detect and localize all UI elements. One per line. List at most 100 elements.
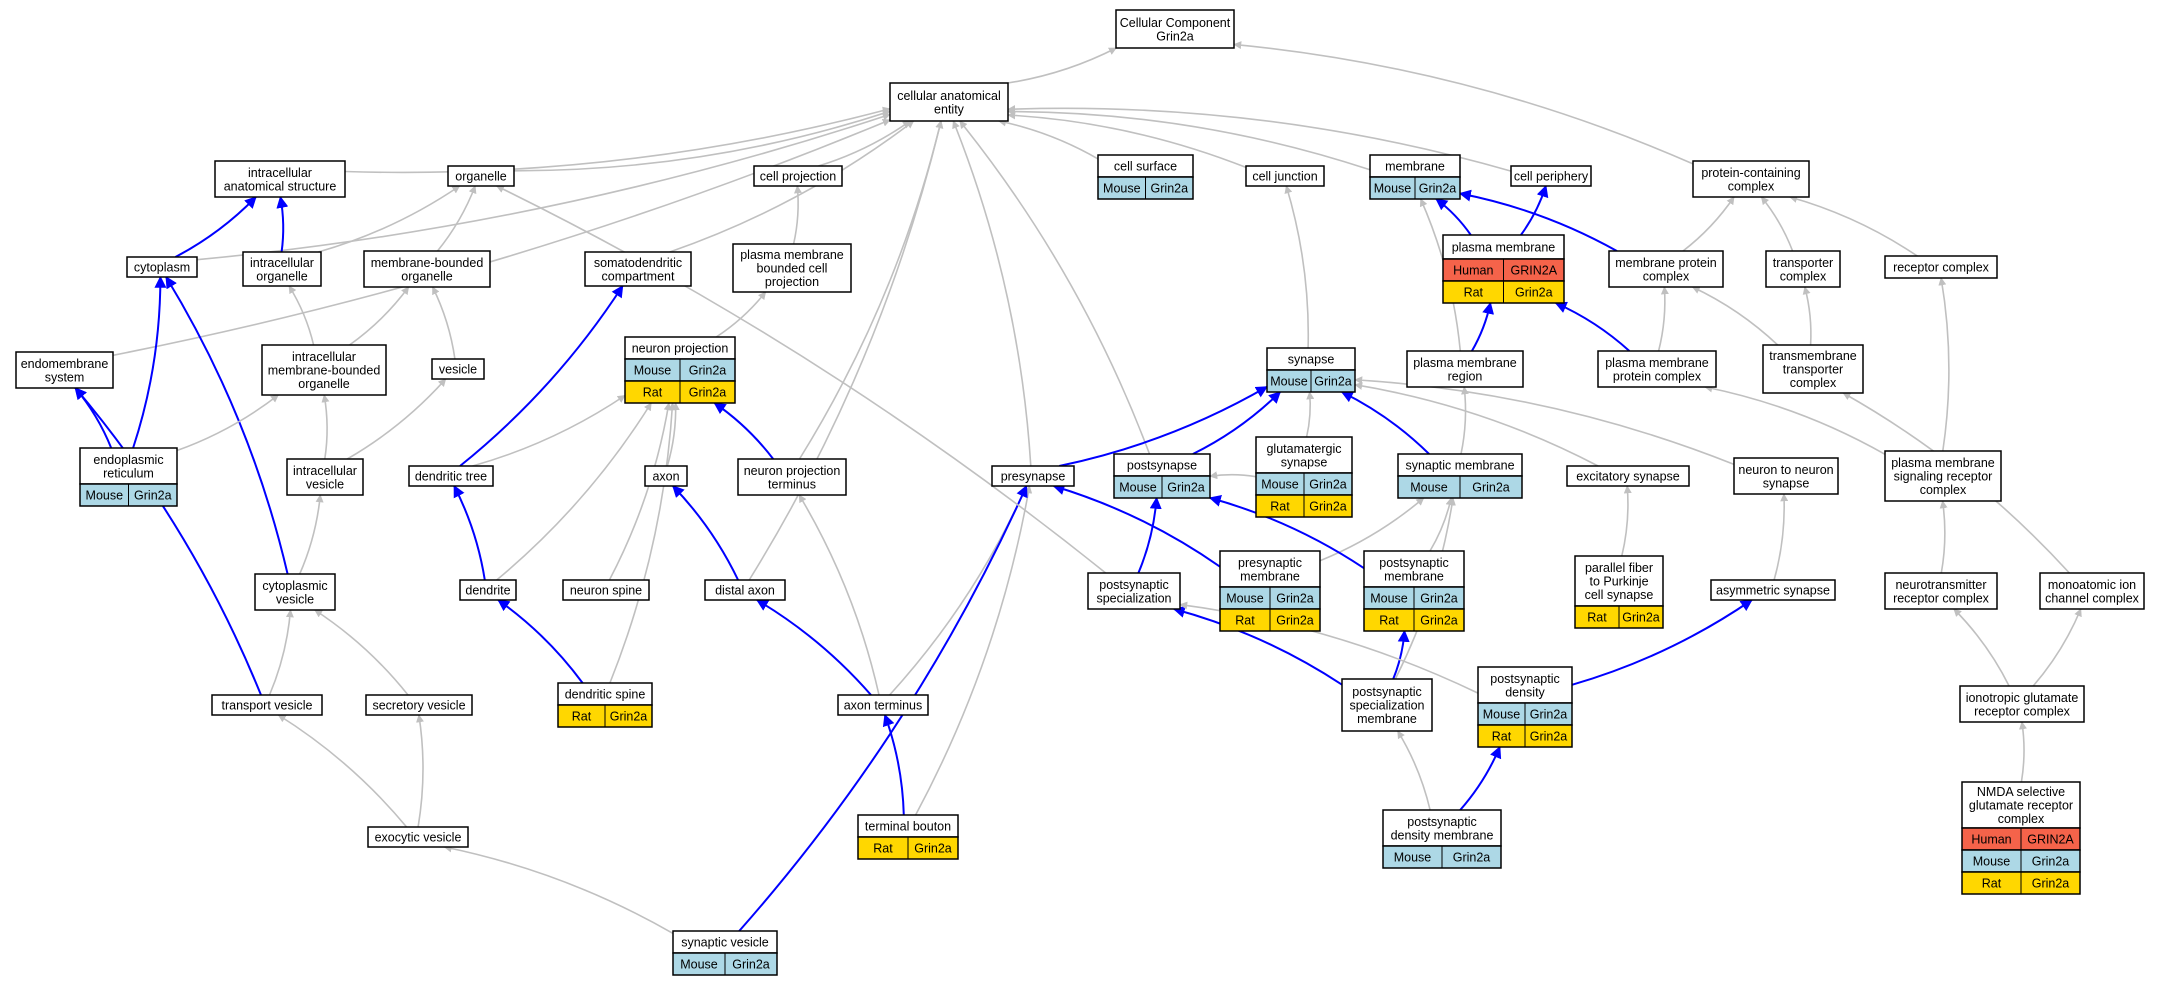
node-transves[interactable]: transport vesicle — [211, 694, 323, 716]
node-axterm[interactable]: axon terminus — [837, 694, 929, 716]
node-asymsyn[interactable]: asymmetric synapse — [1710, 579, 1836, 601]
node-label-line: reticulum — [103, 466, 154, 480]
edge-postspec-to-postsyn — [1137, 496, 1162, 574]
node-box — [1765, 250, 1841, 288]
edge-pmpc-to-mpc — [1657, 286, 1669, 352]
node-cytoplasm[interactable]: cytoplasm — [126, 256, 198, 278]
node-label-line: ionotropic glutamate — [1966, 691, 2079, 705]
node-box — [1733, 457, 1839, 495]
node-presyn[interactable]: presynapse — [991, 465, 1075, 487]
node-label-line: complex — [1790, 376, 1837, 390]
node-box — [363, 250, 491, 288]
edge-pmsrc-to-receptor — [1938, 277, 1950, 452]
node-box — [1959, 685, 2085, 723]
edge-termbouton-to-axterm — [882, 713, 905, 816]
node-label-line: receptor complex — [1893, 261, 1990, 275]
node-dendrite[interactable]: dendrite — [459, 579, 517, 601]
node-label-line: protein-containing — [1701, 166, 1800, 180]
edge-dspine-to-neuronproj — [609, 402, 677, 684]
node-box — [1884, 450, 2002, 502]
node-exoves[interactable]: exocytic vesicle — [367, 826, 469, 848]
node-label-line: complex — [1920, 483, 1967, 497]
node-label-line: transporter — [1773, 256, 1833, 270]
node-receptor[interactable]: receptor complex — [1884, 255, 1998, 279]
node-label-line: receptor complex — [1893, 591, 1990, 605]
node-distaxon[interactable]: distal axon — [704, 579, 786, 601]
edge-dendrite-to-neuronproj — [496, 402, 652, 581]
node-box — [1442, 234, 1565, 260]
node-box — [644, 465, 688, 487]
node-cellperiph[interactable]: cell periphery — [1510, 165, 1592, 187]
edge-psdm-to-psm — [1397, 730, 1431, 811]
node-label-line: organelle — [298, 377, 349, 391]
node-dendtree[interactable]: dendritic tree — [408, 465, 494, 487]
node-label-line: glutamate receptor — [1969, 799, 2073, 813]
node-label-line: postsynaptic — [1099, 578, 1168, 592]
node-celljunc[interactable]: cell junction — [1245, 165, 1325, 187]
node-axon[interactable]: axon — [644, 465, 688, 487]
gene-symbol: GRIN2A — [1511, 264, 1558, 278]
node-box — [242, 251, 322, 287]
species-name: Mouse — [1394, 851, 1432, 865]
edge-presynmem-to-presyn — [1052, 483, 1221, 568]
node-label-line: signaling receptor — [1894, 470, 1993, 484]
node-excsyn[interactable]: excitatory synapse — [1566, 465, 1690, 487]
species-name: Rat — [1464, 286, 1484, 300]
edge-cae-to-cc — [1007, 47, 1117, 84]
node-label-line: to Purkinje — [1589, 575, 1648, 589]
node-label-line: neuron to neuron — [1738, 463, 1833, 477]
node-organelle[interactable]: organelle — [447, 165, 515, 187]
node-secves[interactable]: secretory vesicle — [365, 694, 473, 716]
species-name: Mouse — [634, 364, 672, 378]
node-nspine[interactable]: neuron spine — [562, 579, 650, 601]
gene-symbol: Grin2a — [1530, 708, 1568, 722]
node-cellproj[interactable]: cell projection — [753, 165, 843, 187]
node-vesicle[interactable]: vesicle — [431, 358, 485, 380]
gene-symbol: Grin2a — [732, 958, 770, 972]
node-label-line: synaptic vesicle — [681, 936, 769, 950]
